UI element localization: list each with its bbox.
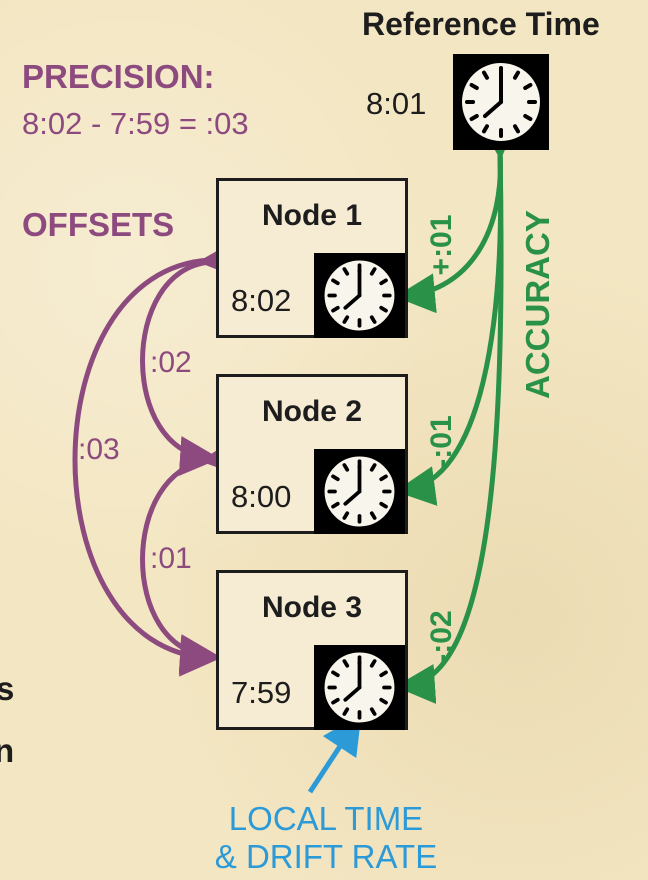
offsets-title: OFFSETS — [22, 206, 175, 243]
node-title: Node 2 — [261, 395, 363, 428]
node-1: Node 1 8:02 — [216, 178, 408, 338]
node-clock — [314, 253, 405, 338]
edge-fragment: n — [0, 732, 15, 769]
accuracy-value-node3: -:02 — [425, 610, 458, 664]
offset-arc-2-3 — [140, 436, 243, 674]
node-time: 8:00 — [231, 479, 292, 514]
local-time-line1: LOCAL TIME — [228, 800, 424, 837]
node-2: Node 2 8:00 — [216, 374, 408, 534]
clock-icon — [460, 61, 542, 143]
local-time-line2: & DRIFT RATE — [214, 838, 438, 875]
node-time: 7:59 — [231, 675, 292, 710]
precision-expression: 8:02 - 7:59 = :03 — [22, 106, 249, 141]
precision-title: PRECISION: — [22, 58, 215, 95]
reference-clock — [453, 54, 549, 150]
node-clock — [314, 645, 405, 730]
node-3: Node 3 7:59 — [216, 570, 408, 730]
accuracy-arrow-node3 — [395, 154, 504, 704]
clock-icon — [322, 258, 397, 333]
edge-fragment: s — [0, 670, 15, 707]
reference-time: 8:01 — [366, 86, 427, 121]
node-title: Node 3 — [261, 591, 363, 624]
offset-arc-1-3 — [72, 238, 242, 677]
reference-title: Reference Time — [362, 6, 600, 42]
clock-icon — [322, 454, 397, 529]
accuracy-value-node1: +:01 — [425, 214, 458, 276]
clock-icon — [322, 650, 397, 725]
offset-value-2-3: :01 — [150, 542, 192, 575]
offset-value-1-3: :03 — [78, 433, 120, 466]
local-time-arrow — [307, 713, 362, 794]
node-time: 8:02 — [231, 283, 292, 318]
node-title: Node 1 — [261, 199, 363, 232]
offset-value-1-2: :02 — [150, 346, 192, 379]
accuracy-value-node2: -:01 — [425, 415, 458, 469]
accuracy-title: ACCURACY — [519, 210, 556, 399]
node-clock — [314, 449, 405, 534]
local-time-label: LOCAL TIME & DRIFT RATE — [196, 800, 456, 876]
